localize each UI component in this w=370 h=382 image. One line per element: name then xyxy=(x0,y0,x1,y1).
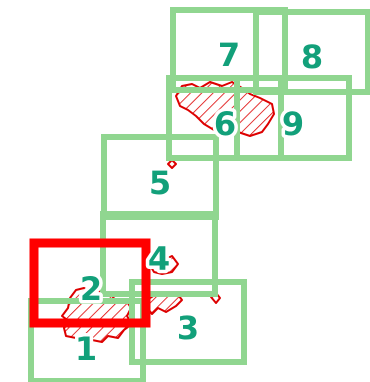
box-label-3: 3 xyxy=(177,309,199,347)
box-label-6: 6 xyxy=(214,105,236,143)
box-label-7: 7 xyxy=(218,36,240,74)
box-label-2: 2 xyxy=(80,270,102,308)
box-label-4: 4 xyxy=(148,240,170,278)
box-label-5: 5 xyxy=(149,164,171,202)
box-label-1: 1 xyxy=(75,330,97,368)
box-label-8: 8 xyxy=(301,38,323,76)
box-label-9: 9 xyxy=(282,105,304,143)
